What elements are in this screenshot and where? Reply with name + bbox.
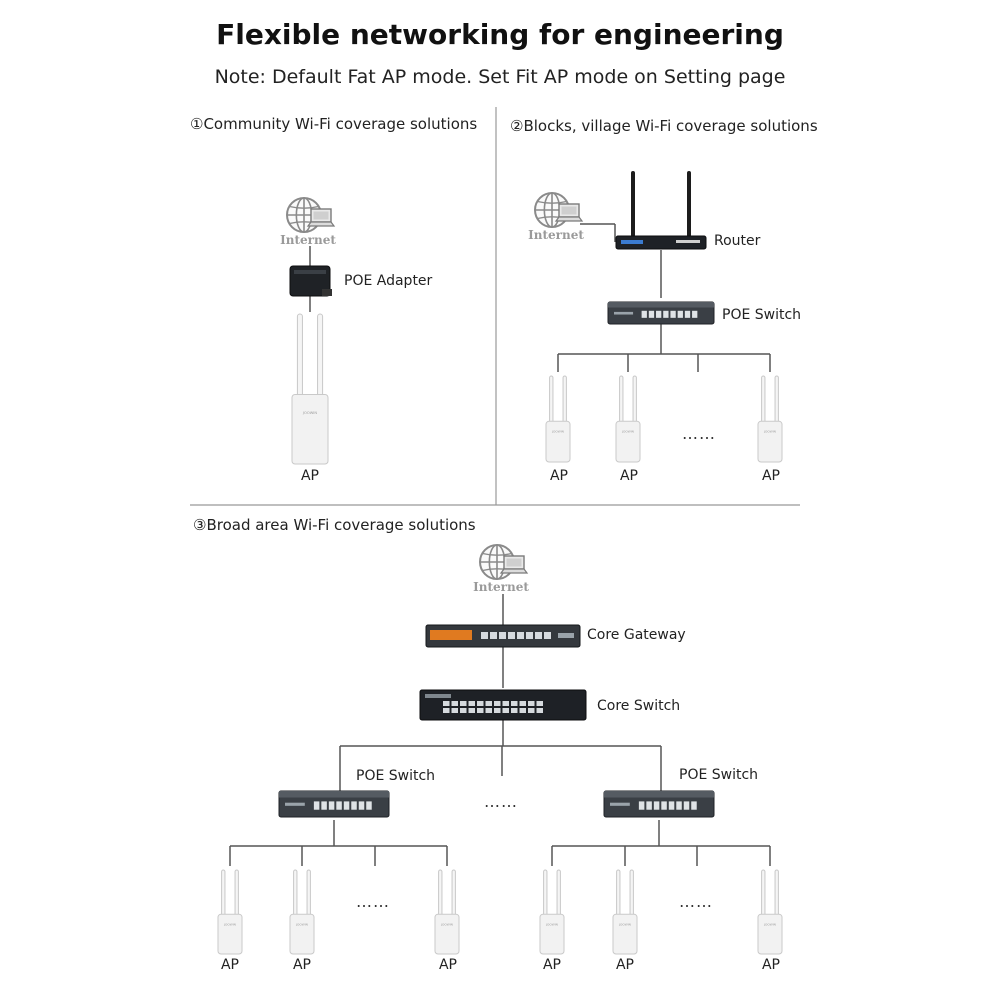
ap-brand-label: JOOWIN — [295, 922, 308, 926]
page-subtitle: Note: Default Fat AP mode. Set Fit AP mo… — [214, 66, 786, 88]
ap-brand-label: JOOWIN — [302, 411, 317, 415]
s2-ap-device-2: JOOWIN — [615, 375, 641, 463]
s2-poe-switch-device — [607, 301, 715, 325]
s3-core-gateway-label: Core Gateway — [587, 627, 686, 643]
s3-left-ap-device-1: JOOWIN — [217, 869, 243, 955]
s3-right-ap-device-3: JOOWIN — [757, 869, 783, 955]
s1-poe-adapter-label: POE Adapter — [344, 273, 433, 289]
s2-internet-icon: Internet — [528, 192, 584, 242]
s2-router-device — [615, 171, 707, 250]
s2-router-label: Router — [714, 233, 761, 249]
s3-ellipsis-right: …… — [679, 892, 713, 911]
s2-ap-label-1: AP — [549, 468, 569, 484]
s3-left-ap-device-3: JOOWIN — [434, 869, 460, 955]
ap-brand-label: JOOWIN — [763, 922, 776, 926]
internet-label: Internet — [528, 228, 584, 242]
section3-title: ③Broad area Wi-Fi coverage solutions — [193, 516, 476, 534]
s2-ap-label-3: AP — [761, 468, 781, 484]
ap-brand-label: JOOWIN — [545, 922, 558, 926]
s2-ap-device-1: JOOWIN — [545, 375, 571, 463]
s3-ap-label-4: AP — [542, 957, 562, 973]
s3-internet-icon: Internet — [473, 544, 529, 594]
s3-poe-switch-right — [603, 790, 715, 818]
s1-poe-adapter — [289, 265, 332, 297]
ap-brand-label: JOOWIN — [621, 430, 634, 434]
s1-internet-icon: Internet — [280, 197, 336, 247]
s3-right-ap-device-1: JOOWIN — [539, 869, 565, 955]
s1-ap-device: JOOWIN — [291, 313, 329, 465]
section2-title: ②Blocks, village Wi-Fi coverage solution… — [510, 117, 818, 135]
s1-ap-label: AP — [300, 468, 320, 484]
s2-ap-label-2: AP — [619, 468, 639, 484]
internet-label: Internet — [473, 580, 529, 594]
ap-brand-label: JOOWIN — [440, 922, 453, 926]
s2-ellipsis: …… — [682, 424, 716, 443]
s3-ap-label-5: AP — [615, 957, 635, 973]
s3-core-switch-label: Core Switch — [597, 698, 681, 714]
s3-left-ap-device-2: JOOWIN — [289, 869, 315, 955]
section1-title: ①Community Wi-Fi coverage solutions — [190, 115, 478, 133]
s3-core-gateway-device — [425, 624, 581, 648]
s3-right-ap-device-2: JOOWIN — [612, 869, 638, 955]
ap-brand-label: JOOWIN — [763, 430, 776, 434]
s3-ap-label-3: AP — [438, 957, 458, 973]
s3-poe-switch-left — [278, 790, 390, 818]
s3-ap-label-1: AP — [220, 957, 240, 973]
s3-poe-switch-label-right: POE Switch — [679, 767, 759, 783]
s3-ap-label-6: AP — [761, 957, 781, 973]
ap-brand-label: JOOWIN — [618, 922, 631, 926]
s3-ellipsis-middle: …… — [484, 792, 518, 811]
s3-ap-label-2: AP — [292, 957, 312, 973]
page-title: Flexible networking for engineering — [216, 18, 784, 51]
s3-ellipsis-left: …… — [356, 892, 390, 911]
internet-label: Internet — [280, 233, 336, 247]
s3-poe-switch-label-left: POE Switch — [356, 768, 436, 784]
ap-brand-label: JOOWIN — [223, 922, 236, 926]
s2-ap-device-3: JOOWIN — [757, 375, 783, 463]
connection-lines — [190, 107, 800, 866]
s2-poe-switch-label: POE Switch — [722, 307, 802, 323]
s3-core-switch-device — [419, 689, 587, 721]
ap-brand-label: JOOWIN — [551, 430, 564, 434]
